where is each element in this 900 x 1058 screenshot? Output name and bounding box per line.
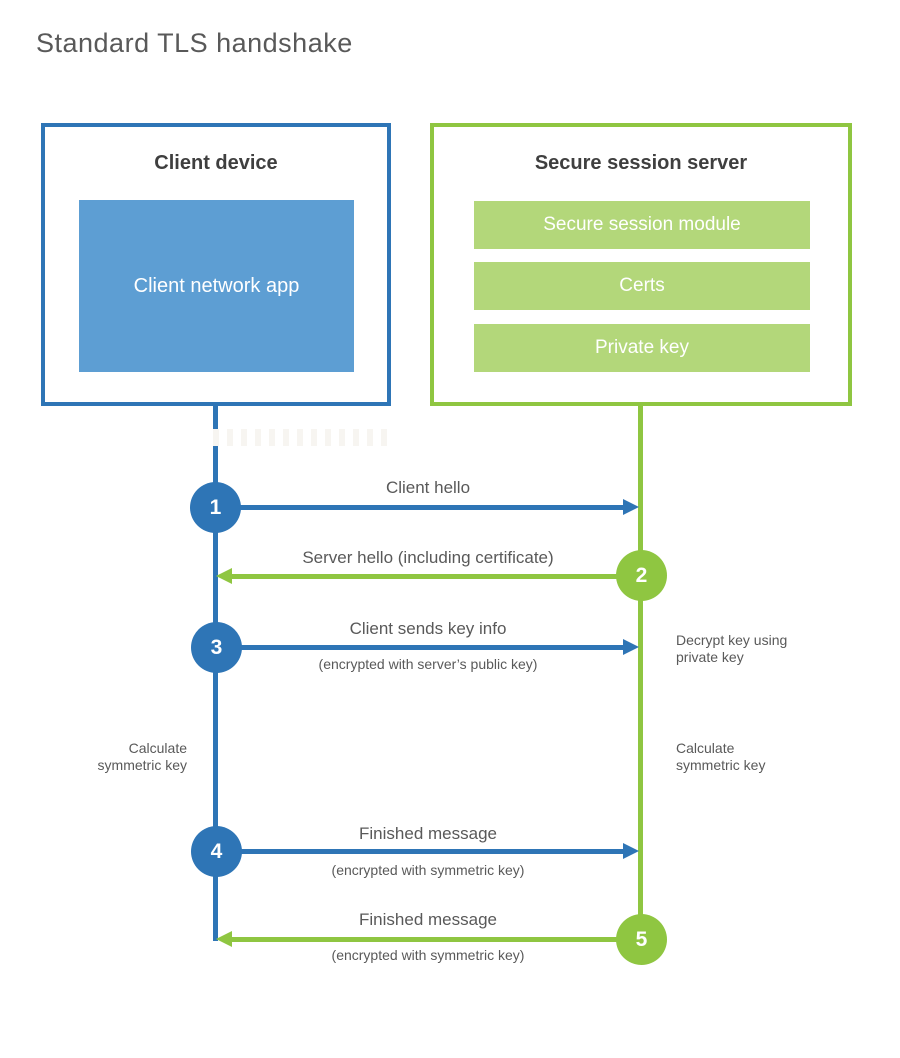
- step-5-number: 5: [635, 927, 648, 951]
- faded-dash-artifact: [213, 429, 387, 446]
- client-sends-key-info-arrow: [215, 645, 625, 650]
- decrypt-key-note: Decrypt key using private key: [676, 632, 826, 666]
- calc-server-line1: Calculate: [676, 740, 735, 756]
- decrypt-key-note-line2: private key: [676, 649, 744, 665]
- client-sends-key-info-arrowhead-icon: [623, 639, 639, 655]
- calc-server-line2: symmetric key: [676, 757, 766, 773]
- step-3-number: 3: [210, 635, 223, 659]
- client-sends-key-info-sublabel: (encrypted with server’s public key): [318, 656, 538, 672]
- secure-session-server-title: Secure session server: [534, 152, 748, 174]
- server-hello-arrowhead-icon: [216, 568, 232, 584]
- finished-message-server-arrow: [231, 937, 640, 942]
- client-hello-arrow: [215, 505, 625, 510]
- page-title: Standard TLS handshake: [36, 28, 353, 58]
- step-4-number: 4: [210, 839, 223, 863]
- finished-message-client-arrow: [215, 849, 625, 854]
- certs-bar: Certs: [474, 262, 810, 310]
- calc-client-line1: Calculate: [128, 740, 187, 756]
- secure-session-module-bar: Secure session module: [474, 201, 810, 249]
- step-2-circle: 2: [616, 550, 667, 601]
- client-network-app-label: Client network app: [133, 275, 300, 297]
- server-hello-arrow: [231, 574, 640, 579]
- step-1-circle: 1: [190, 482, 241, 533]
- private-key-bar: Private key: [474, 324, 810, 372]
- private-key-label: Private key: [595, 337, 689, 358]
- client-hello-arrowhead-icon: [623, 499, 639, 515]
- finished-message-server-sublabel: (encrypted with symmetric key): [331, 947, 525, 963]
- certs-label: Certs: [619, 275, 665, 296]
- client-device-title: Client device: [154, 152, 278, 174]
- server-hello-label: Server hello (including certificate): [302, 548, 554, 567]
- step-4-circle: 4: [191, 826, 242, 877]
- step-3-circle: 3: [191, 622, 242, 673]
- client-lifeline: [213, 405, 218, 941]
- client-network-app-box: Client network app: [79, 200, 354, 372]
- finished-message-server-label: Finished message: [359, 910, 497, 929]
- finished-message-client-label: Finished message: [359, 824, 497, 843]
- finished-message-client-arrowhead-icon: [623, 843, 639, 859]
- server-lifeline: [638, 405, 643, 943]
- step-1-number: 1: [209, 495, 222, 519]
- client-hello-label: Client hello: [385, 478, 471, 497]
- secure-session-module-label: Secure session module: [543, 214, 741, 235]
- client-sends-key-info-label: Client sends key info: [349, 619, 507, 638]
- finished-message-client-sublabel: (encrypted with symmetric key): [331, 862, 525, 878]
- finished-message-server-arrowhead-icon: [216, 931, 232, 947]
- decrypt-key-note-line1: Decrypt key using: [676, 632, 788, 648]
- calculate-symmetric-key-note-server: Calculate symmetric key: [676, 740, 826, 774]
- step-2-number: 2: [635, 563, 648, 587]
- calc-client-line2: symmetric key: [97, 757, 187, 773]
- step-5-circle: 5: [616, 914, 667, 965]
- calculate-symmetric-key-note-client: Calculate symmetric key: [50, 740, 187, 774]
